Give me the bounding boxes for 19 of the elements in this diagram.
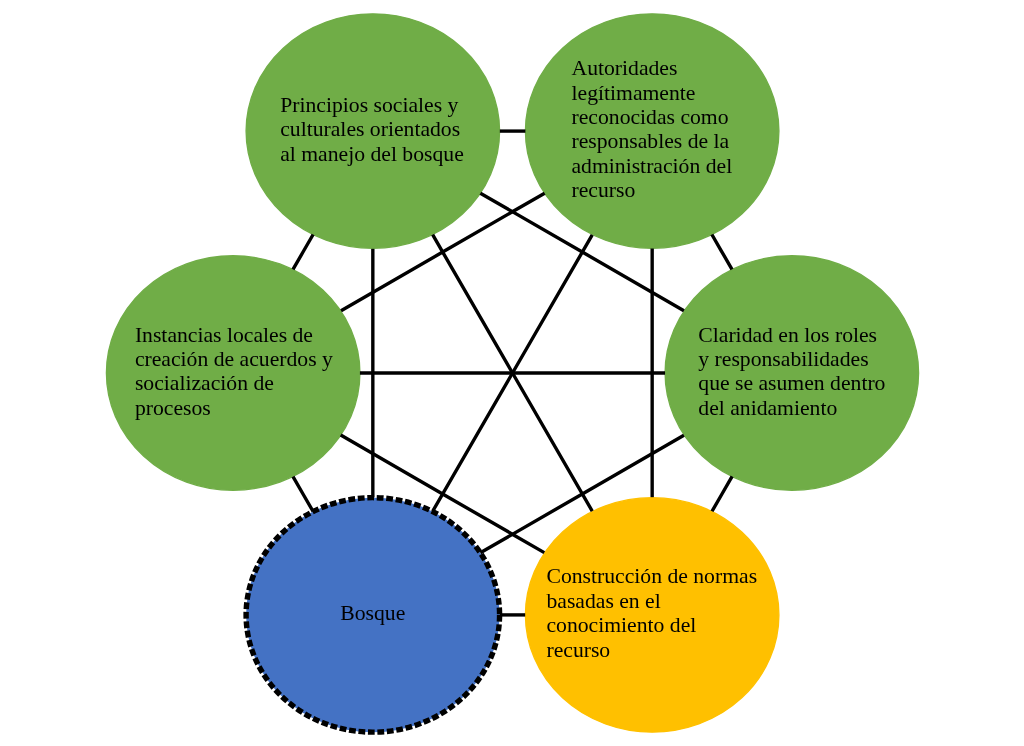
connector [479,433,685,555]
connector [291,233,315,271]
connector [339,433,545,555]
connector [649,248,654,498]
node-circle: Instancias locales de creación de acuerdos y socialización de procesos [105,255,361,491]
node-circle: Construcción de normas basadas en el conocimiento del recurso [524,497,780,733]
connector [291,475,315,513]
connector [359,371,665,375]
node-circle: Claridad en los roles y responsabilidades que se asumen dentro del anidamiento [663,255,919,491]
node-circle: Bosque [242,494,502,735]
connector [479,191,685,313]
connector [370,248,375,498]
connector [710,475,734,513]
node-circle: Autoridades legítimamente reconocidas como responsables de la administración del recurso [524,13,780,249]
connector [339,191,545,313]
connector [499,613,525,617]
connector [499,129,525,133]
connector [709,233,733,271]
node-circle: Principios sociales y culturales orientados al manejo del bosque [244,13,500,249]
